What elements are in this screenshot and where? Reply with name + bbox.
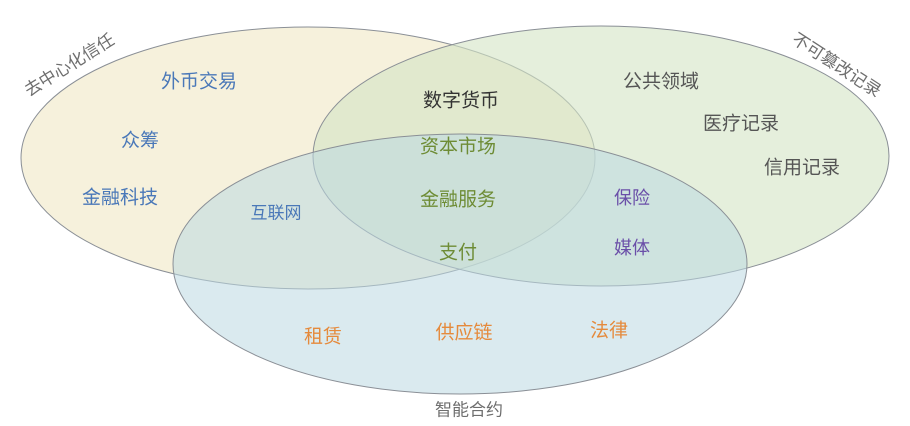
item-crowdfunding: 众筹 [120,129,160,152]
item-medical-records: 医疗记录 [702,112,780,135]
item-law: 法律 [589,319,629,342]
item-leasing: 租赁 [303,325,343,348]
item-fintech: 金融科技 [81,186,159,209]
item-digital-currency: 数字货币 [422,89,500,112]
item-financial-services: 金融服务 [419,188,497,211]
item-insurance: 保险 [614,188,650,209]
set-smart-contracts [172,133,748,395]
item-credit-records: 信用记录 [763,156,841,179]
item-supply-chain: 供应链 [435,321,493,344]
item-public-domain: 公共领域 [622,70,700,93]
item-media: 媒体 [614,238,650,259]
label-smart-contracts: 智能合约 [435,400,503,421]
item-payment: 支付 [438,241,478,264]
item-internet: 互联网 [250,203,302,224]
item-forex: 外币交易 [160,70,238,93]
item-capital-markets: 资本市场 [419,135,497,158]
